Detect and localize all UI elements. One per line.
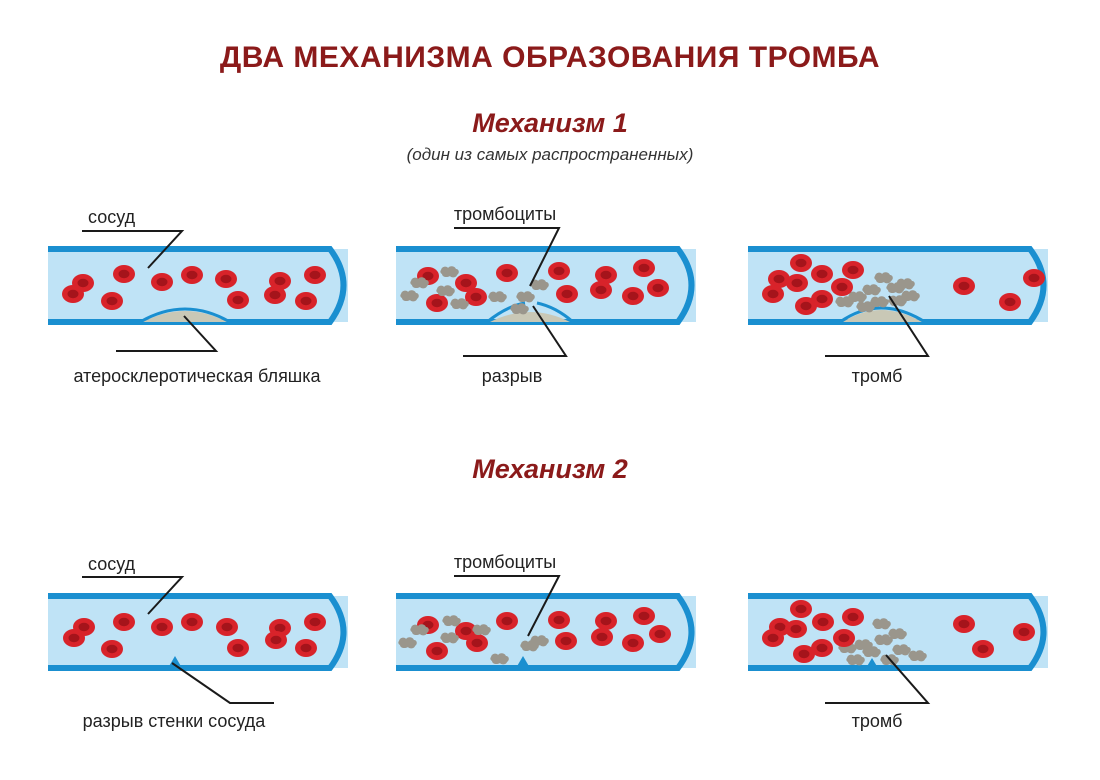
label-rupture: разрыв <box>482 366 543 386</box>
leader-vessel <box>82 576 185 615</box>
wall-rupture-notch <box>168 656 182 668</box>
mechanism-2-heading: Механизм 2 <box>472 454 628 484</box>
mechanism-1-note: (один из самых распространенных) <box>407 145 694 164</box>
label-thrombus: тромб <box>852 711 903 731</box>
vessel-m1-stage3 <box>748 246 1048 325</box>
leader-vessel <box>82 230 185 269</box>
label-platelets: тромбоциты <box>454 552 556 572</box>
leader-plaque <box>116 315 219 352</box>
leader-thrombus <box>825 295 930 357</box>
vessel-m1-stage2 <box>396 246 696 325</box>
label-vessel: сосуд <box>88 207 136 227</box>
label-thrombus: тромб <box>852 366 903 386</box>
leader-wall-rupture <box>171 662 274 704</box>
wall-rupture-notch <box>866 658 878 668</box>
label-vessel: сосуд <box>88 554 136 574</box>
vessel-m2-stage1 <box>48 593 348 671</box>
leader-rupture <box>463 305 568 357</box>
wall-rupture-notch <box>516 656 530 668</box>
label-wall-rupture: разрыв стенки сосуда <box>83 711 267 731</box>
leader-thrombus <box>825 654 931 704</box>
main-title: ДВА МЕХАНИЗМА ОБРАЗОВАНИЯ ТРОМБА <box>220 41 880 74</box>
plaque <box>839 306 926 324</box>
label-plaque: атеросклеротическая бляшка <box>73 366 321 386</box>
vessel-m1-stage1 <box>48 246 348 325</box>
mechanism-1-heading: Механизм 1 <box>472 108 628 138</box>
leader-platelets <box>454 575 561 637</box>
leader-platelets <box>454 227 561 287</box>
vessel-m2-stage3 <box>748 593 1048 671</box>
vessel-m2-stage2 <box>396 593 696 671</box>
label-platelets: тромбоциты <box>454 204 556 224</box>
